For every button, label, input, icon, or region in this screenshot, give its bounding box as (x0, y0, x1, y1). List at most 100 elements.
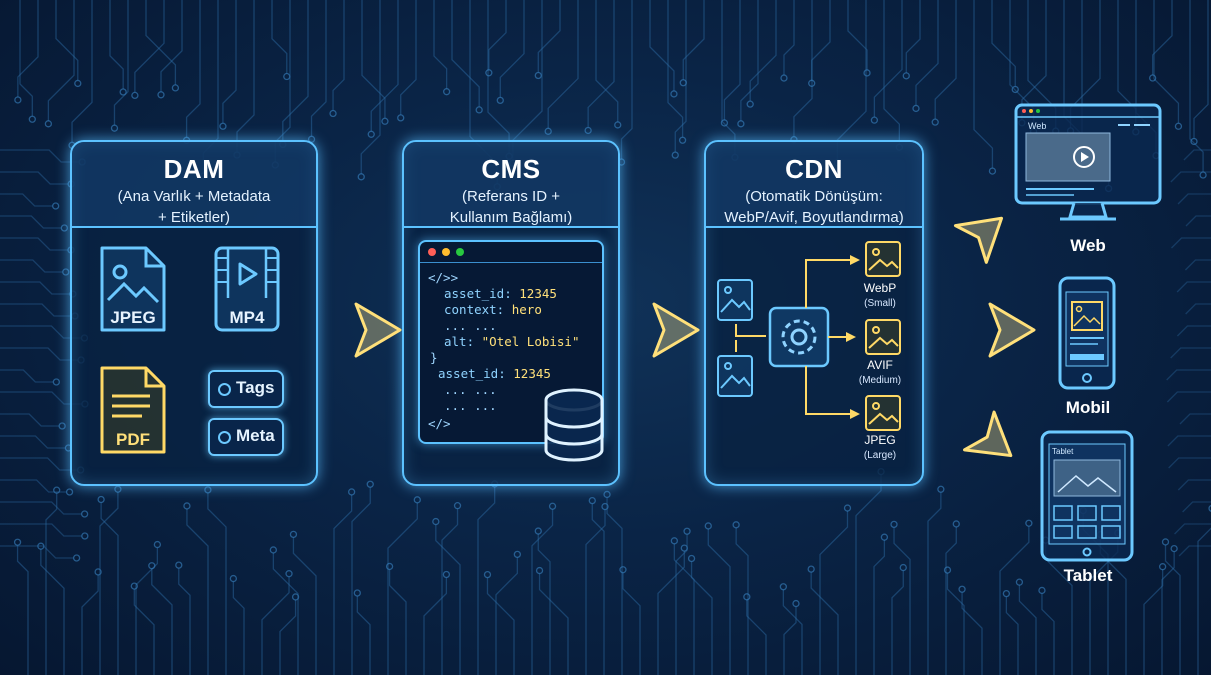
dam-to-cms-arrow-icon (288, 302, 402, 358)
circuit-trace (495, 557, 518, 675)
circuit-trace (735, 527, 749, 675)
avif-output-icon (865, 319, 901, 355)
circuit-trace (893, 527, 911, 675)
pdf-file-label: PDF (116, 430, 150, 449)
circuit-trace (667, 0, 684, 138)
circuit-trace (488, 0, 507, 70)
circuit-node (72, 554, 81, 562)
circuit-trace (1164, 544, 1181, 675)
circuit-node (153, 540, 162, 549)
circuit-node (219, 122, 227, 130)
circuit-trace (135, 547, 159, 675)
circuit-trace (622, 572, 641, 675)
circuit-node (397, 114, 405, 122)
circuit-node (44, 120, 53, 128)
circuit-node (670, 90, 678, 98)
circuit-trace (675, 534, 688, 675)
circuit-trace (55, 0, 79, 81)
circuit-trace (71, 0, 93, 143)
circuit-node (80, 510, 89, 518)
circuit-node (863, 69, 871, 77)
circuit-node (899, 563, 907, 572)
circuit-node (683, 527, 691, 535)
circuit-node (704, 522, 712, 530)
circuit-trace (945, 526, 957, 675)
circuit-node (890, 520, 898, 529)
circuit-node (746, 100, 754, 108)
circuit-node (902, 72, 910, 80)
circuit-node (60, 224, 69, 232)
circuit-trace (891, 570, 904, 675)
circuit-node (952, 520, 960, 528)
circuit-trace (310, 0, 327, 137)
circuit-trace (946, 573, 965, 675)
circuit-node (732, 521, 740, 529)
circuit-trace (222, 0, 237, 124)
circuit-node (432, 517, 440, 526)
circuit-node (229, 574, 238, 583)
circuit-node (204, 486, 212, 494)
circuit-node (367, 130, 375, 138)
cdn-to-mobile-arrow-icon (922, 302, 1036, 358)
circuit-trace (934, 0, 957, 120)
circuit-trace (537, 0, 561, 73)
circuit-node (483, 570, 492, 579)
circuit-trace (1166, 369, 1211, 381)
circuit-node (13, 538, 22, 546)
circuit-node (269, 546, 278, 554)
circuit-trace (682, 0, 705, 80)
webp-output-icon (865, 241, 901, 277)
circuit-node (1208, 504, 1211, 512)
circuit-node (1025, 519, 1033, 527)
circuit-trace (19, 0, 33, 117)
circuit-trace (538, 573, 569, 675)
circuit-node (678, 136, 687, 144)
circuit-node (366, 480, 374, 488)
circuit-trace (1167, 435, 1211, 447)
circuit-node (148, 562, 156, 570)
meta-label: Meta (236, 426, 275, 445)
circuit-node (329, 109, 337, 118)
circuit-trace (0, 259, 63, 273)
circuit-node (53, 486, 61, 494)
circuit-trace (360, 0, 381, 174)
circuit-trace (836, 0, 867, 160)
circuit-node (1161, 538, 1170, 546)
jpeg-output-label: JPEG(Large) (863, 433, 897, 461)
circuit-node (534, 71, 542, 80)
circuit-node (603, 490, 611, 499)
circuit-trace (873, 540, 886, 675)
circuit-trace (606, 497, 623, 675)
circuit-node (183, 502, 191, 510)
circuit-trace (477, 486, 496, 675)
circuit-node (779, 583, 788, 591)
dam-title: DAM (163, 154, 225, 184)
circuit-node (720, 119, 729, 127)
circuit-trace (160, 0, 183, 92)
mobil-device-label: Mobil (1065, 398, 1111, 417)
circuit-trace (905, 0, 921, 73)
circuit-node (413, 496, 421, 504)
circuit-trace (674, 0, 687, 153)
circuit-node (58, 422, 66, 430)
code-ellipsis-3: ... ... (444, 398, 497, 413)
mp4-file-label: MP4 (229, 308, 265, 327)
circuit-trace (370, 0, 399, 132)
circuit-node (385, 562, 394, 571)
circuit-trace (707, 528, 731, 675)
circuit-trace (441, 508, 459, 675)
circuit-trace (145, 0, 177, 85)
circuit-trace (1183, 149, 1211, 161)
circuit-trace (1171, 237, 1211, 249)
code-asset-value-2: 12345 (513, 366, 551, 381)
circuit-node (442, 88, 451, 96)
circuit-trace (1189, 0, 1204, 173)
input-image-icon (717, 279, 753, 321)
circuit-trace (1182, 501, 1211, 513)
circuit-trace (620, 0, 633, 160)
circuit-trace (512, 0, 543, 161)
meta-tag-icon: Meta (208, 418, 284, 456)
circuit-trace (0, 501, 82, 515)
avif-output-label: AVIF(Medium) (858, 358, 902, 386)
